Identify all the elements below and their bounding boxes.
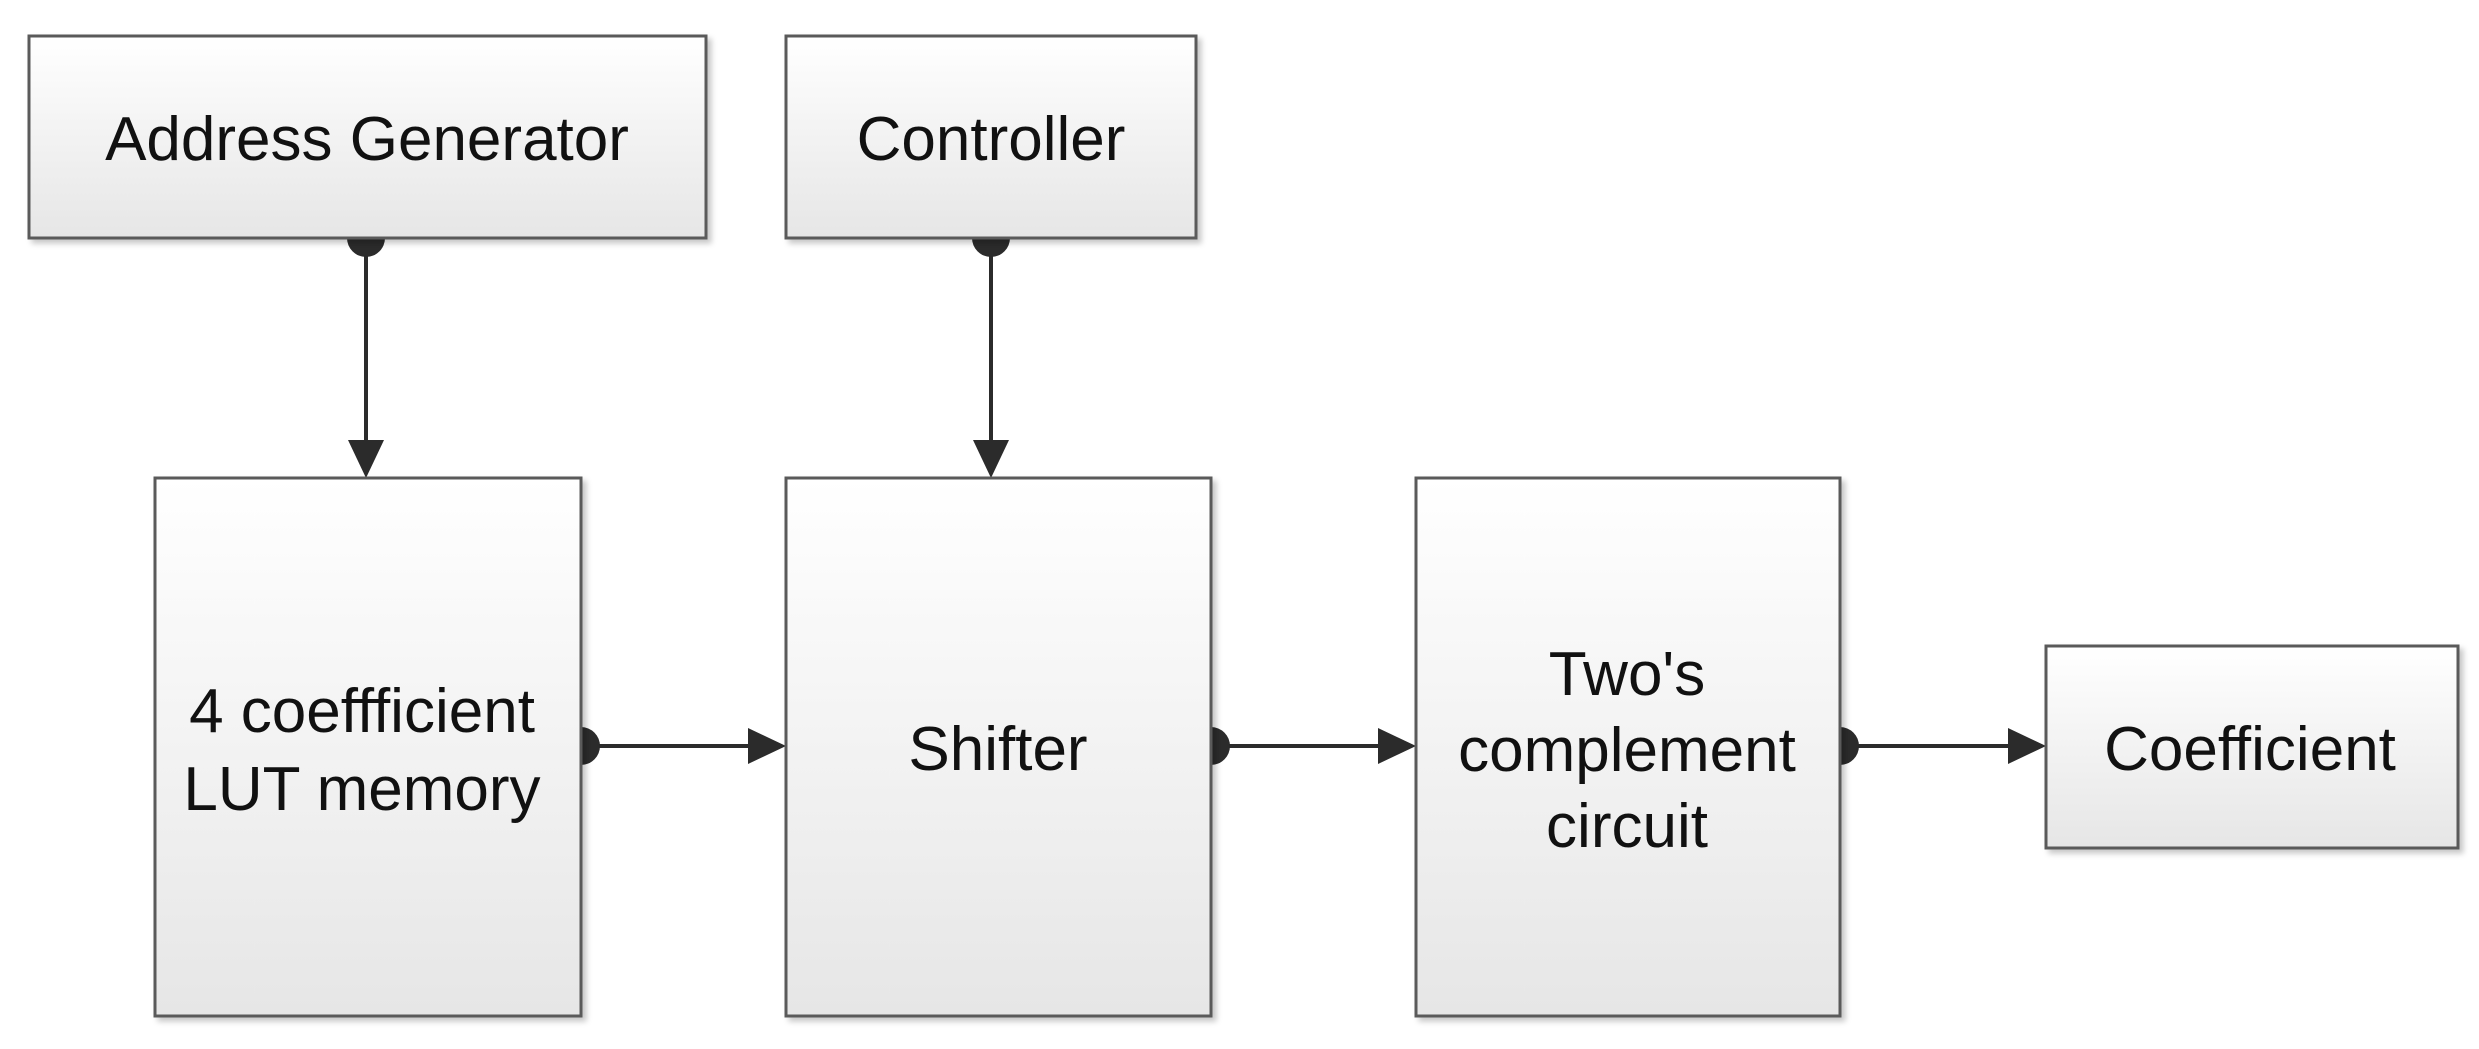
connector-twos-to-coefficient <box>1821 727 2046 765</box>
connector-lut-to-shifter <box>562 727 786 765</box>
block-label-line-3: circuit <box>1546 792 1708 861</box>
block-label-line-2: LUT memory <box>183 755 540 824</box>
connector-address-to-lut <box>347 219 385 478</box>
block-lut-memory: 4 coeffficient LUT memory <box>153 476 583 1018</box>
block-label: Shifter <box>908 715 1087 784</box>
connector-controller-to-shifter <box>972 219 1010 478</box>
block-label: Address Generator <box>105 105 629 174</box>
block-label: Controller <box>857 105 1126 174</box>
block-label-line-1: 4 coeffficient <box>189 677 535 746</box>
block-controller: Controller <box>784 34 1198 240</box>
block-address-generator: Address Generator <box>27 34 708 240</box>
block-twos-complement: Two's complement circuit <box>1414 476 1842 1018</box>
block-coefficient: Coefficient <box>2044 644 2460 850</box>
block-shifter: Shifter <box>784 476 1213 1018</box>
block-label-line-2: complement <box>1458 716 1796 785</box>
block-label-line-1: Two's <box>1549 640 1706 709</box>
block-label: Coefficient <box>2104 715 2396 784</box>
connector-shifter-to-twos <box>1192 727 1416 765</box>
